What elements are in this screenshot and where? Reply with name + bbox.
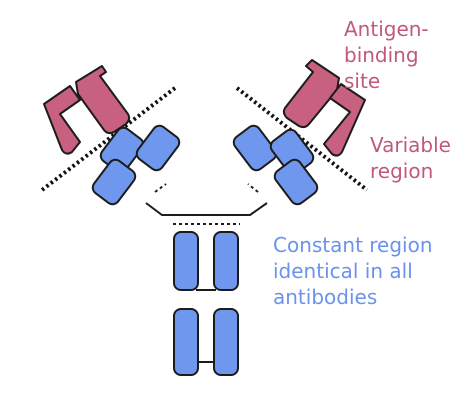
- stem-upper-left: [173, 231, 199, 291]
- stem-lower-right: [213, 308, 239, 376]
- antigen-label-line-2: binding: [344, 43, 419, 67]
- antigen-label-line-3: site: [344, 69, 381, 93]
- antigen-label-line-1: Antigen-: [344, 17, 429, 41]
- constant-label-line-1: Constant region: [273, 233, 433, 257]
- left-constant-heavy-lower: [91, 158, 137, 206]
- stem-constant-region: [173, 231, 239, 376]
- right-constant-heavy-lower: [273, 158, 319, 206]
- stem-upper-right: [213, 231, 239, 291]
- divider-left-dotted-line: [40, 86, 177, 192]
- stem-lower-left: [173, 308, 199, 376]
- left-constant-light: [135, 124, 181, 172]
- left-arm-variable-region: [43, 65, 131, 155]
- right-constant-light: [232, 124, 278, 172]
- variable-label-line-1: Variable: [370, 133, 451, 157]
- variable-region-label: Variable region: [370, 132, 451, 184]
- constant-region-label: Constant region identical in all antibod…: [273, 232, 433, 310]
- right-arm-variable-region: [282, 59, 366, 157]
- left-variable-heavy: [75, 65, 131, 135]
- hinge-lines: [145, 183, 268, 363]
- right-arm-constant-region: [232, 124, 319, 206]
- antigen-binding-site-label: Antigen- binding site: [344, 16, 429, 94]
- constant-label-line-2: identical in all: [273, 259, 413, 283]
- right-variable-heavy: [282, 59, 340, 129]
- left-arm-constant-region: [91, 124, 181, 206]
- right-variable-light: [323, 83, 366, 157]
- variable-label-line-2: region: [370, 159, 434, 183]
- constant-label-line-3: antibodies: [273, 285, 378, 309]
- left-variable-light: [43, 85, 81, 155]
